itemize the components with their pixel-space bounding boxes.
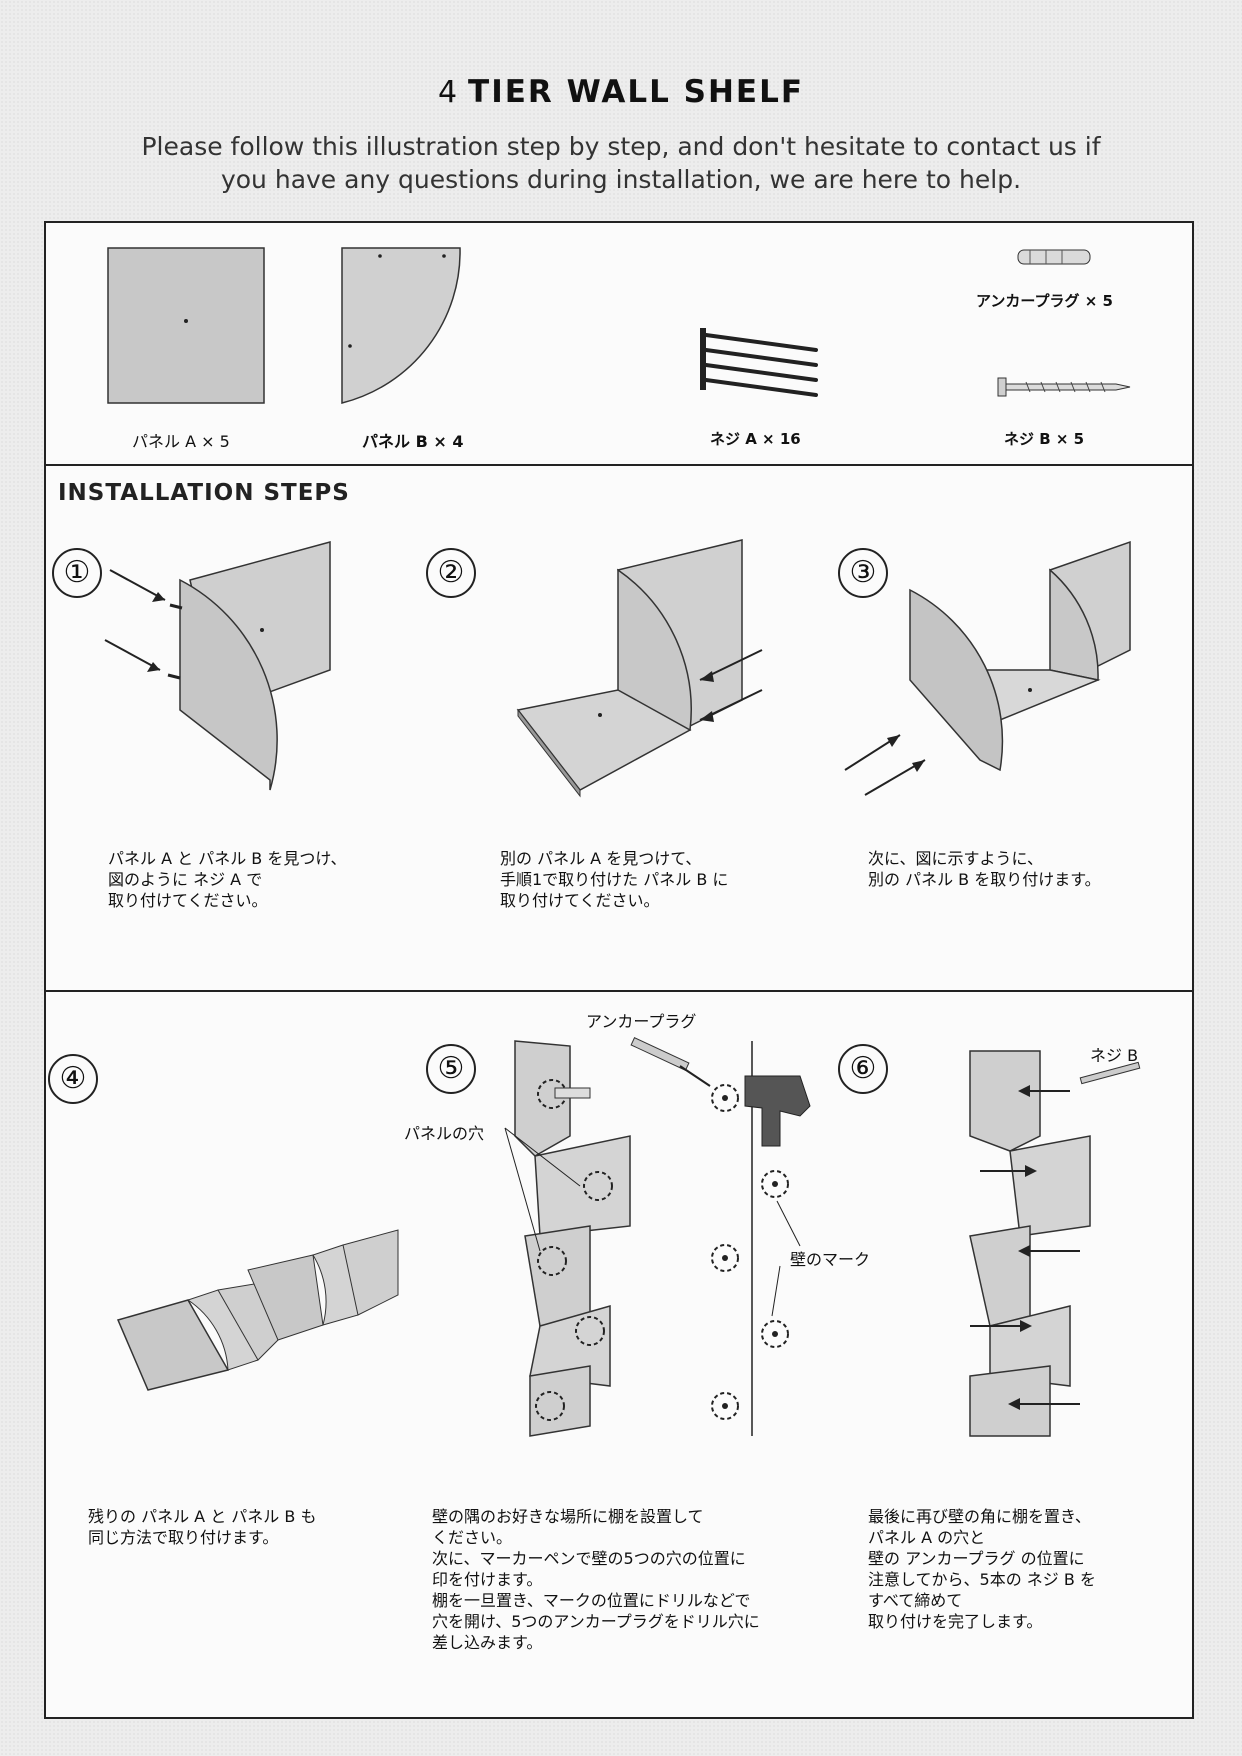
panel-b-illustration	[341, 247, 461, 404]
screw-b-callout: ネジ B	[1090, 1046, 1139, 1065]
anchor-plug-illustration	[1017, 249, 1091, 265]
step-5-number: ⑤	[426, 1044, 476, 1094]
anchor-plug-callout: アンカープラグ	[586, 1012, 697, 1031]
step-6-illustration	[969, 1050, 1141, 1437]
subtitle-line-1: Please follow this illustration step by …	[141, 132, 1101, 161]
step-3-illustration	[844, 540, 1131, 796]
screw-a-label: ネジ A × 16	[710, 430, 801, 448]
step-2-text: 別の パネル A を見つけて、 手順1で取り付けた パネル B に 取り付けてく…	[500, 849, 729, 910]
panel-hole-callout: パネルの穴	[404, 1124, 485, 1143]
step-6-number: ⑥	[838, 1044, 888, 1094]
step-1-number: ①	[52, 548, 102, 598]
screw-a-illustration	[700, 328, 818, 397]
step-4-text: 残りの パネル A と パネル B も 同じ方法で取り付けます。	[88, 1507, 317, 1547]
step-6-text: 最後に再び壁の角に棚を置き、 パネル A の穴と 壁の アンカープラグ の位置に…	[868, 1507, 1096, 1631]
subtitle-line-2: you have any questions during installati…	[220, 165, 1022, 194]
panel-a-illustration	[107, 247, 265, 404]
page-title: 4 TIER WALL SHELF	[0, 74, 1242, 110]
step-5-text: 壁の隅のお好きな場所に棚を設置して ください。 次に、マーカーペンで壁の5つの穴…	[432, 1507, 760, 1652]
title-number: 4	[437, 75, 459, 110]
anchor-plug-label: アンカープラグ × 5	[976, 292, 1113, 310]
step-2-illustration	[516, 539, 763, 798]
screw-b-label: ネジ B × 5	[1004, 430, 1085, 448]
step-1-illustration	[104, 541, 331, 791]
step-1-text: パネル A と パネル B を見つけ、 図のように ネジ A で 取り付けてくだ…	[108, 849, 347, 910]
step-3-text: 次に、図に示すように、 別の パネル B を取り付けます。	[868, 849, 1101, 889]
panel-a-label: パネル A × 5	[132, 432, 230, 451]
divider-steps	[44, 990, 1194, 992]
step-4-number: ④	[48, 1054, 98, 1104]
step-4-illustration	[116, 1229, 399, 1391]
instruction-frame	[44, 221, 1194, 1719]
divider-parts	[44, 464, 1194, 466]
screw-b-illustration	[997, 377, 1131, 397]
step-3-number: ③	[838, 548, 888, 598]
panel-b-label: パネル B × 4	[362, 432, 464, 451]
subtitle: Please follow this illustration step by …	[100, 130, 1142, 196]
step-2-number: ②	[426, 548, 476, 598]
title-text: TIER WALL SHELF	[468, 74, 805, 110]
installation-steps-heading: INSTALLATION STEPS	[58, 480, 350, 506]
step-5-illustration	[504, 1037, 811, 1437]
wall-mark-callout: 壁のマーク	[790, 1250, 871, 1269]
